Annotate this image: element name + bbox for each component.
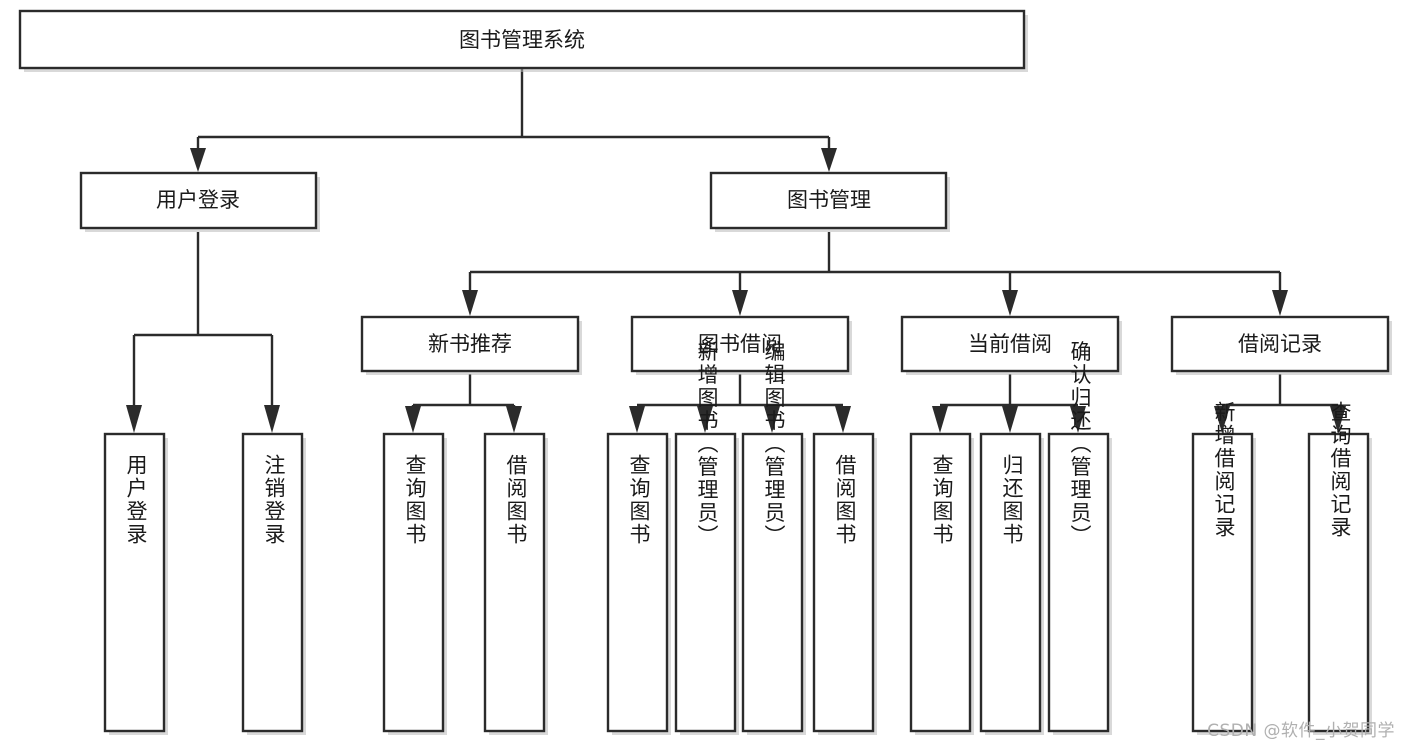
leaf-add-borrow-record-box[interactable]	[1191, 432, 1254, 733]
arrow-leaf-return-book	[1002, 406, 1018, 433]
leaf-add-book-admin-label: 新增图书（管理员）	[695, 341, 719, 548]
edge-group	[126, 68, 1346, 433]
leaf-add-borrow-record-label: 新增借阅记录	[1212, 401, 1236, 539]
leaf-query-book-1-label: 查询图书	[403, 454, 427, 546]
book-manage-label: 图书管理	[787, 188, 871, 212]
node-leaf-query-book-2[interactable]: 查询图书	[606, 432, 671, 735]
arrow-user-login	[190, 148, 206, 172]
node-borrow-record[interactable]: 借阅记录	[1170, 315, 1392, 375]
arrow-borrow-record	[1272, 290, 1288, 316]
node-root[interactable]: 图书管理系统	[18, 9, 1028, 72]
leaf-query-borrow-record-box[interactable]	[1307, 432, 1370, 733]
root-label: 图书管理系统	[459, 28, 585, 52]
arrow-leaf-add-borrow-record	[1214, 406, 1230, 433]
arrow-leaf-confirm-return-admin	[1070, 406, 1086, 433]
leaf-return-book-label: 归还图书	[1000, 454, 1024, 546]
node-leaf-return-book[interactable]: 归还图书	[979, 432, 1044, 735]
user-login-box[interactable]	[79, 171, 318, 230]
leaf-add-book-admin-box[interactable]	[674, 432, 737, 733]
leaf-borrow-book-1-label: 借阅图书	[504, 454, 528, 546]
leaf-confirm-return-admin-label: 确认归还（管理员）	[1068, 341, 1092, 548]
arrow-book-manage	[821, 148, 837, 172]
leaf-borrow-book-2-box[interactable]	[812, 432, 875, 733]
leaf-user-login-box[interactable]	[103, 432, 166, 733]
current-borrow-label: 当前借阅	[968, 332, 1052, 356]
node-book-borrow[interactable]: 图书借阅	[630, 315, 852, 375]
leaf-query-borrow-record-label: 查询借阅记录	[1328, 401, 1352, 539]
book-manage-box[interactable]	[709, 171, 948, 230]
arrow-book-borrow	[732, 290, 748, 316]
node-leaf-logout-login[interactable]: 注销登录	[241, 432, 306, 735]
node-leaf-borrow-book-2[interactable]: 借阅图书	[812, 432, 877, 735]
leaf-query-book-1-box[interactable]	[382, 432, 445, 733]
user-login-label: 用户登录	[156, 188, 240, 212]
leaf-query-book-3-label: 查询图书	[930, 454, 954, 546]
arrow-leaf-logout-login	[264, 405, 280, 433]
leaf-confirm-return-admin-box[interactable]	[1047, 432, 1110, 733]
book-borrow-box[interactable]	[630, 315, 850, 373]
node-leaf-query-borrow-record[interactable]: 查询借阅记录	[1307, 401, 1372, 735]
leaf-user-login-label: 用户登录	[124, 454, 148, 546]
leaf-return-book-box[interactable]	[979, 432, 1042, 733]
new-book-recommend-box[interactable]	[360, 315, 580, 373]
node-leaf-user-login[interactable]: 用户登录	[103, 432, 168, 735]
node-leaf-query-book-3[interactable]: 查询图书	[909, 432, 974, 735]
borrow-record-box[interactable]	[1170, 315, 1390, 373]
arrow-leaf-query-book-2	[629, 406, 645, 433]
arrow-leaf-query-borrow-record	[1330, 406, 1346, 433]
arrow-leaf-add-book-admin	[697, 406, 713, 433]
csdn-watermark: CSDN @软件_小贺同学	[1207, 721, 1395, 741]
leaf-logout-login-label: 注销登录	[262, 454, 286, 546]
borrow-record-label: 借阅记录	[1238, 332, 1322, 356]
leaf-edit-book-admin-box[interactable]	[741, 432, 804, 733]
arrow-leaf-user-login	[126, 405, 142, 433]
node-current-borrow[interactable]: 当前借阅	[900, 315, 1122, 375]
book-borrow-label: 图书借阅	[698, 332, 782, 356]
leaf-query-book-3-box[interactable]	[909, 432, 972, 733]
arrow-leaf-borrow-book-2	[835, 406, 851, 433]
arrow-new-book-recommend	[462, 290, 478, 316]
arrow-leaf-borrow-book-1	[506, 406, 522, 433]
node-leaf-edit-book-admin[interactable]: 编辑图书（管理员）	[741, 341, 806, 736]
current-borrow-box[interactable]	[900, 315, 1120, 373]
node-new-book-recommend[interactable]: 新书推荐	[360, 315, 582, 375]
node-leaf-confirm-return-admin[interactable]: 确认归还（管理员）	[1047, 341, 1112, 736]
node-book-manage[interactable]: 图书管理	[709, 171, 950, 232]
node-user-login[interactable]: 用户登录	[79, 171, 320, 232]
leaf-edit-book-admin-label: 编辑图书（管理员）	[762, 341, 786, 548]
node-leaf-add-book-admin[interactable]: 新增图书（管理员）	[674, 341, 739, 736]
node-leaf-query-book-1[interactable]: 查询图书	[382, 432, 447, 735]
arrow-current-borrow	[1002, 290, 1018, 316]
new-book-recommend-label: 新书推荐	[428, 332, 512, 356]
leaf-borrow-book-1-box[interactable]	[483, 432, 546, 733]
leaf-borrow-book-2-label: 借阅图书	[833, 454, 857, 546]
node-leaf-add-borrow-record[interactable]: 新增借阅记录	[1191, 401, 1256, 735]
leaf-logout-login-box[interactable]	[241, 432, 304, 733]
arrow-leaf-edit-book-admin	[764, 406, 780, 433]
leaf-query-book-2-label: 查询图书	[627, 454, 651, 546]
root-box[interactable]	[18, 9, 1026, 70]
leaf-query-book-2-box[interactable]	[606, 432, 669, 733]
arrow-leaf-query-book-3	[932, 406, 948, 433]
arrow-leaf-query-book-1	[405, 406, 421, 433]
node-leaf-borrow-book-1[interactable]: 借阅图书	[483, 432, 548, 735]
